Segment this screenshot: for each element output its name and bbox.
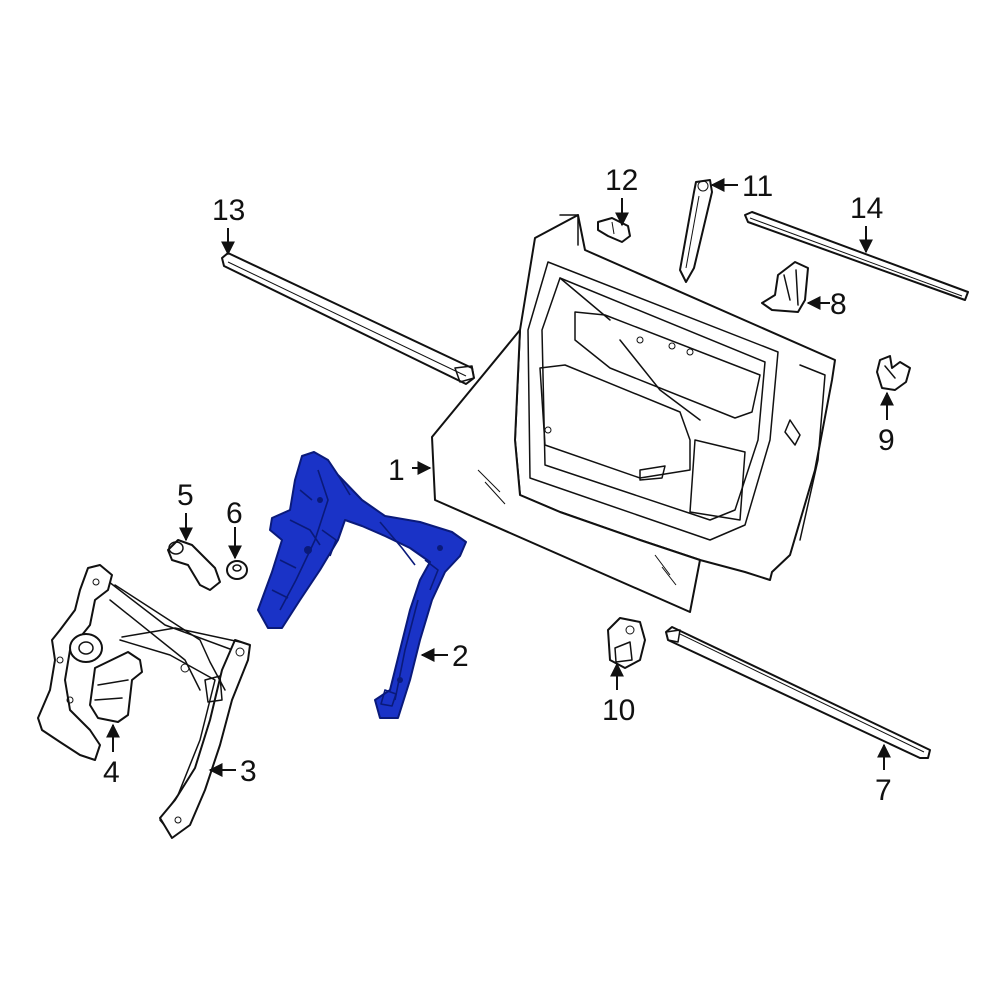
callout-5: 5	[177, 479, 194, 512]
window-crank-handle	[167, 539, 221, 591]
callout-6: 6	[226, 497, 243, 530]
callout-9: 9	[878, 424, 895, 457]
glass-run-channel	[679, 179, 713, 283]
callout-13: 13	[212, 194, 245, 227]
callout-10: 10	[602, 694, 635, 727]
callout-4: 4	[103, 756, 120, 789]
glass-bracket	[607, 617, 646, 669]
inner-belt-weatherstrip	[744, 211, 969, 301]
bracket	[761, 261, 809, 313]
lower-glass-run-rod	[665, 626, 931, 759]
callout-arrows	[106, 178, 894, 777]
door-glass	[431, 329, 701, 613]
callout-labels: 1 2 3 4 5 6 7 8 9 10 11 12 13 14	[103, 164, 895, 807]
callout-7: 7	[875, 774, 892, 807]
callout-12: 12	[605, 164, 638, 197]
window-regulator-assembly	[99, 574, 251, 839]
retainer-clip	[876, 355, 911, 391]
window-regulator-highlighted	[257, 451, 467, 719]
callout-2: 2	[452, 640, 469, 673]
bushing	[226, 560, 248, 580]
window-motor	[37, 564, 143, 761]
callout-8: 8	[830, 288, 847, 321]
callout-11: 11	[742, 170, 773, 203]
outer-belt-weatherstrip	[221, 252, 475, 385]
callout-1: 1	[388, 454, 405, 487]
clip	[597, 217, 631, 243]
callout-3: 3	[240, 755, 257, 788]
callout-14: 14	[850, 192, 883, 225]
